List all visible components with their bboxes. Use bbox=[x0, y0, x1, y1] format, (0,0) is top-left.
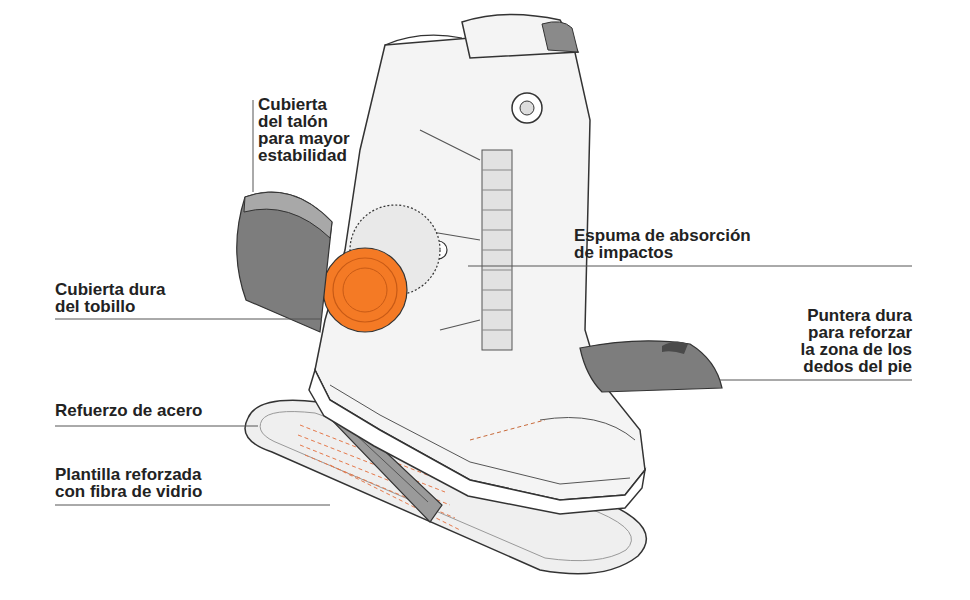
ankle-disc bbox=[323, 248, 407, 332]
ankle-disc-ring bbox=[333, 258, 397, 322]
part-label: Refuerzo de acero bbox=[55, 402, 202, 419]
part-label: Cubierta del talón para mayor estabilida… bbox=[258, 96, 351, 164]
toe-seam bbox=[540, 418, 635, 441]
toe-cap bbox=[580, 341, 722, 392]
boa-dial bbox=[512, 93, 542, 123]
closure-stripe bbox=[482, 170, 512, 330]
leader-line bbox=[253, 100, 254, 192]
boot-sole bbox=[309, 370, 645, 514]
boa-dial-center bbox=[520, 101, 534, 115]
leader-line bbox=[55, 319, 322, 320]
leader-line bbox=[720, 380, 912, 381]
heel-cup bbox=[237, 192, 332, 332]
heel-cup-edge bbox=[244, 192, 332, 238]
boot-tongue bbox=[462, 14, 578, 58]
collar bbox=[385, 35, 462, 45]
part-label: Plantilla reforzada con fibra de vidrio bbox=[55, 466, 215, 500]
leader-line bbox=[55, 426, 258, 427]
closure-panel bbox=[482, 150, 512, 350]
part-label: Cubierta dura del tobillo bbox=[55, 281, 175, 315]
ankle-disc-ring bbox=[343, 268, 387, 312]
leader-line bbox=[468, 266, 912, 267]
toe-guide bbox=[470, 420, 545, 440]
leader-line bbox=[55, 505, 330, 506]
part-label: Puntera dura para reforzar la zona de lo… bbox=[794, 307, 912, 375]
sole-line bbox=[330, 385, 630, 484]
leader-lines bbox=[55, 100, 912, 505]
part-label: Espuma de absorción de impactos bbox=[574, 227, 759, 261]
toe-cap-bump bbox=[662, 341, 688, 354]
pull-tab bbox=[542, 22, 578, 52]
closure-stripes bbox=[482, 170, 512, 330]
